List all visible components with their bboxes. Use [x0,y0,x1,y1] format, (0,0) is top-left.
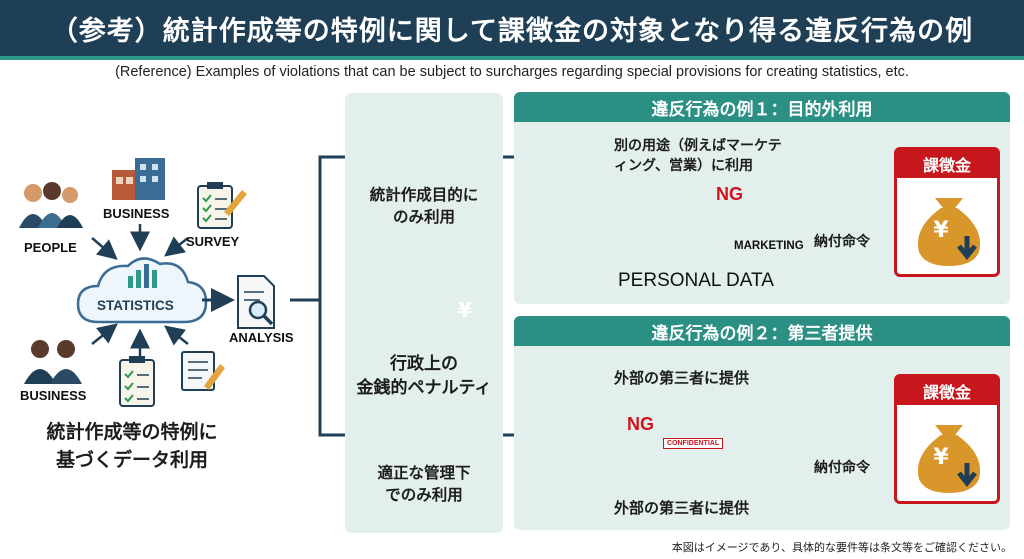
center-panel [345,93,503,533]
page-title: （参考）統計作成等の特例に関して課徴金の対象となり得る違反行為の例 [50,15,974,47]
survey-clipboard-icon [197,182,247,229]
penalty-line-2: 金銭的ペナルティ [356,378,492,398]
business-people-icon [24,340,82,384]
money-bag-yen: ¥ [933,445,949,470]
example2-violation-top: 外部の第三者に提供 [614,369,750,387]
surcharge-header-ex2: 課徴金 [897,377,997,405]
penalty-line-1: 行政上の [390,354,458,374]
violation-line-1: 別の用途（例えばマーケテ [614,138,782,154]
surcharge-box-ex2: 課徴金 ¥ [894,374,1000,504]
checklist-clipboard-icon [119,356,155,407]
business-label-bottom: BUSINESS [20,388,87,403]
survey-label: SURVEY [186,234,240,249]
yen-coin-symbol: ¥ [458,298,472,322]
ng-label-ex1: NG [716,184,743,204]
administrative-penalty: 行政上の 金銭的ペナルティ [345,352,503,400]
money-bag-yen: ¥ [933,218,949,243]
example1-header: 違反行為の例１：目的外利用 [514,92,1010,122]
payment-order-ex1: 納付命令 [814,234,870,250]
allowed-use-statistics: 統計作成目的に のみ利用 [345,184,503,228]
title-bar: （参考）統計作成等の特例に関して課徴金の対象となり得る違反行為の例 [0,0,1024,60]
document-pencil-icon [181,351,225,391]
marketing-label: MARKETING [734,240,804,252]
personal-data-label: PERSONAL DATA [618,270,774,291]
analysis-document-icon [237,275,275,329]
allowed1-line-2: のみ利用 [392,208,455,226]
money-bag-icon [917,425,981,493]
statistics-cloud-icon [76,257,208,324]
allowed1-line-1: 統計作成目的に [369,186,479,204]
example1-violation: 別の用途（例えばマーケテ ィング、営業）に利用 [614,136,782,176]
business-building-icon [112,158,165,200]
surcharge-box-ex1: 課徴金 ¥ [894,147,1000,277]
statistics-label: STATISTICS [97,298,174,313]
analysis-label: ANALYSIS [229,330,294,345]
confidential-stamp: CONFIDENTIAL [663,438,724,449]
violation-line-2: ィング、営業）に利用 [614,158,754,174]
allowed-use-managed: 適正な管理下 でのみ利用 [345,462,503,506]
business-label-top: BUSINESS [103,206,170,221]
surcharge-header-ex1: 課徴金 [897,150,997,178]
caption-line-2: 基づくデータ利用 [55,449,208,471]
ng-label-ex2: NG [627,414,654,434]
payment-order-ex2: 納付命令 [814,460,870,476]
data-use-caption: 統計作成等の特例に 基づくデータ利用 [22,418,242,474]
people-icon [19,182,83,228]
allowed2-line-1: 適正な管理下 [377,464,471,482]
money-bag-icon [917,198,981,266]
example2-violation-bottom: 外部の第三者に提供 [614,499,750,517]
allowed2-line-2: でのみ利用 [385,486,463,504]
example2-header: 違反行為の例２：第三者提供 [514,316,1010,346]
page-subtitle: (Reference) Examples of violations that … [115,64,909,80]
caption-line-1: 統計作成等の特例に [46,421,218,443]
people-label: PEOPLE [24,240,77,255]
footnote: 本図はイメージであり、具体的な要件等は条文等をご確認ください。 [671,541,1012,554]
